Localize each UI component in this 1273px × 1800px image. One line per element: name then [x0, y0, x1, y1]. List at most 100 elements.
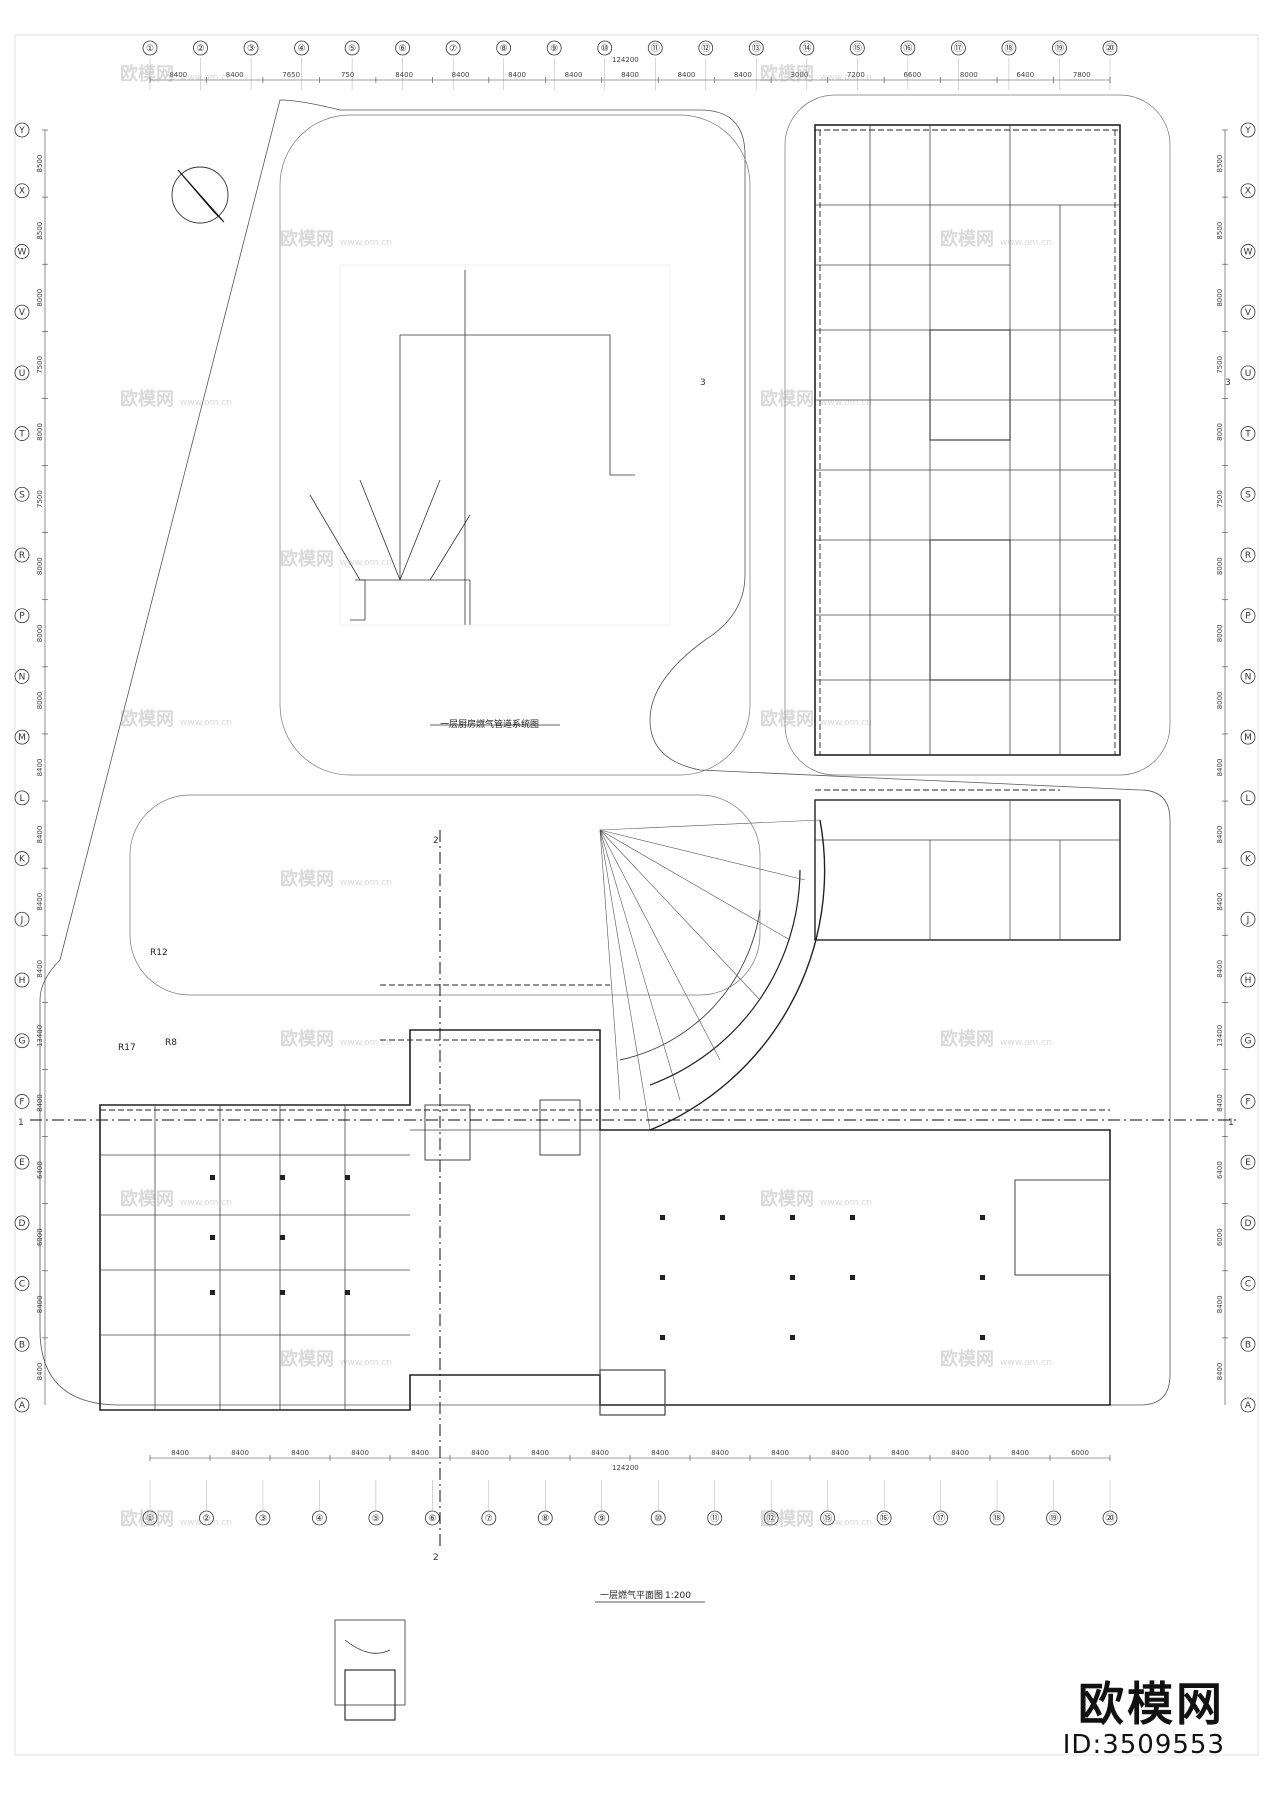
- dimension-bottom: 8400: [1011, 1449, 1029, 1457]
- dimension-right: 8000: [1216, 691, 1224, 709]
- dimension-bottom: 8400: [831, 1449, 849, 1457]
- system-diagram-title: 一层厨房燃气管道系统图: [440, 718, 539, 730]
- svg-text:B: B: [1245, 1340, 1251, 1350]
- dimension-left: 8000: [36, 691, 44, 709]
- svg-text:S: S: [1245, 490, 1251, 500]
- svg-text:F: F: [1245, 1097, 1250, 1107]
- column-axis-bottom: ⑨: [594, 1480, 610, 1526]
- svg-text:⑱: ⑱: [993, 1513, 1002, 1524]
- dimension-left: 8400: [36, 960, 44, 978]
- svg-text:A: A: [19, 1401, 26, 1411]
- dimension-top: 8400: [226, 71, 244, 79]
- svg-text:T: T: [1244, 430, 1251, 440]
- svg-text:X: X: [1245, 187, 1251, 197]
- svg-text:⑩: ⑩: [601, 44, 609, 54]
- plan-scale: 1:200: [665, 1591, 691, 1601]
- dimension-right: 8400: [1216, 960, 1224, 978]
- north-arrow-icon: [171, 166, 229, 224]
- svg-text:B: B: [19, 1340, 25, 1350]
- row-axis-right: H: [1240, 972, 1256, 988]
- dimension-right: 8500: [1216, 155, 1224, 173]
- dimension-bottom: 8400: [171, 1449, 189, 1457]
- dimension-left: 8000: [36, 289, 44, 307]
- column-axis-top: ⑲: [1052, 40, 1067, 90]
- svg-text:⑫: ⑫: [767, 1513, 776, 1524]
- dimension-right: 6400: [1216, 1161, 1224, 1179]
- dimension-top: 8000: [960, 71, 978, 79]
- svg-text:③: ③: [259, 1514, 267, 1524]
- row-axis-right: S: [1240, 486, 1256, 502]
- row-axis-left: K: [14, 851, 30, 866]
- section-mark-2-bottom: 2: [433, 1553, 439, 1563]
- svg-text:⑳: ⑳: [1105, 1513, 1114, 1524]
- section-mark-3-left: 3: [700, 378, 706, 388]
- svg-text:③: ③: [247, 44, 255, 54]
- row-axis-right: A: [1240, 1397, 1256, 1413]
- landscape-block-north: [279, 114, 751, 776]
- dimension-top: 8400: [678, 71, 696, 79]
- dimension-top: 6600: [903, 71, 921, 79]
- svg-text:U: U: [19, 369, 26, 379]
- svg-text:⑲: ⑲: [1055, 43, 1064, 54]
- gas-system-diagram: [309, 264, 671, 726]
- dimension-bottom: 8400: [591, 1449, 609, 1457]
- dimension-left: 8400: [36, 826, 44, 844]
- row-axis-left: X: [14, 183, 30, 199]
- row-axis-right: B: [1240, 1336, 1256, 1352]
- section-mark-2-top: 2: [433, 836, 439, 846]
- column-axis-bottom: ⑤: [368, 1480, 384, 1526]
- row-axis-right: D: [1240, 1215, 1256, 1231]
- svg-text:J: J: [1246, 915, 1250, 925]
- dimension-bottom: 8400: [951, 1449, 969, 1457]
- column-axis-top: ⑭: [799, 40, 815, 90]
- svg-text:⑯: ⑯: [880, 1513, 889, 1524]
- east-wing-partitions: [815, 125, 1120, 755]
- dimension-top: 8400: [452, 71, 470, 79]
- gas-pipe-runs: [100, 129, 1120, 1111]
- column-axis-top: ④: [294, 40, 309, 90]
- dimension-bottom: 6000: [1071, 1449, 1089, 1457]
- dimension-right: 8400: [1216, 826, 1224, 844]
- dimension-bottom: 8400: [891, 1449, 909, 1457]
- dimension-left: 8000: [36, 423, 44, 441]
- dimension-left: 8400: [36, 1363, 44, 1381]
- plan-title: 一层燃气平面图: [600, 1589, 663, 1601]
- row-axis-left: U: [14, 365, 30, 381]
- radius-label: R17: [118, 1043, 136, 1053]
- dimension-bottom: 8400: [291, 1449, 309, 1457]
- row-axis-left: D: [14, 1215, 30, 1231]
- svg-text:R: R: [1245, 551, 1251, 561]
- svg-text:⑥: ⑥: [428, 1514, 436, 1524]
- total-dimension-bottom: 124200: [612, 1464, 639, 1472]
- svg-text:D: D: [1245, 1219, 1252, 1229]
- svg-text:J: J: [20, 915, 24, 925]
- column-axis-bottom: ④: [312, 1480, 327, 1526]
- dimension-top: 8400: [508, 71, 526, 79]
- column-axis-top: ⑤: [344, 40, 360, 90]
- dimension-right: 8400: [1216, 1295, 1224, 1313]
- dimension-left: 7500: [36, 490, 44, 508]
- row-axis-left: J: [14, 911, 30, 927]
- key-plan: [334, 1619, 406, 1721]
- column-axis-bottom: ⑩: [650, 1480, 666, 1526]
- column-axis-bottom: ⑫: [763, 1480, 779, 1526]
- svg-text:⑤: ⑤: [348, 44, 356, 54]
- svg-text:②: ②: [196, 44, 204, 54]
- south-building-partitions: [100, 1099, 1111, 1416]
- column-axis-bottom: ⑦: [481, 1480, 497, 1526]
- row-axis-left: P: [14, 608, 30, 624]
- column-axis-bottom: ⑳: [1102, 1480, 1118, 1526]
- column-axis-bottom: ⑮: [820, 1480, 836, 1526]
- row-axis-right: X: [1240, 183, 1256, 199]
- svg-text:E: E: [19, 1158, 25, 1168]
- radius-label: R12: [150, 948, 168, 958]
- svg-text:Y: Y: [18, 126, 25, 136]
- svg-text:⑱: ⑱: [1004, 43, 1013, 54]
- dimension-top: 750: [341, 71, 354, 79]
- dimension-bottom: 8400: [351, 1449, 369, 1457]
- radius-label: R8: [165, 1038, 177, 1048]
- svg-text:C: C: [19, 1280, 25, 1290]
- row-axis-left: L: [14, 790, 30, 806]
- svg-text:⑪: ⑪: [651, 43, 660, 54]
